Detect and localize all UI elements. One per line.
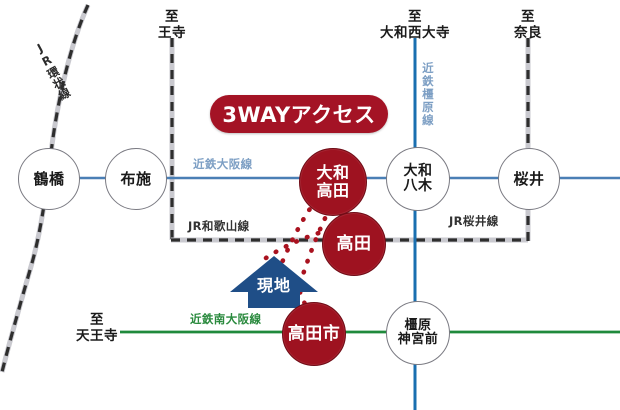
site-marker-label: 現地 [256,276,291,295]
station-fuse[interactable]: 布施 [105,148,167,210]
station-label: 高田市 [287,323,341,344]
route-dots-site-to-takadashi [297,289,315,321]
station-label: 桜井 [513,169,545,188]
station-takadashi[interactable]: 高田市 [282,302,346,366]
station-yamato-takada[interactable]: 大和 高田 [299,148,367,216]
station-tsuruhashi[interactable]: 鶴橋 [18,148,80,210]
station-label: 橿原 神宮前 [397,317,439,347]
station-sakurai[interactable]: 桜井 [498,148,560,210]
station-label: 高田 [336,233,372,254]
station-label: 大和 高田 [316,163,350,200]
three-way-access-banner: 3WAYアクセス [210,95,388,133]
station-yamato-yagi[interactable]: 大和 八木 [386,147,450,211]
site-arrow-marker [230,256,318,308]
station-takada[interactable]: 高田 [322,212,386,276]
station-label: 鶴橋 [33,169,65,188]
station-label: 大和 八木 [403,162,433,194]
route-dots-takada-to-site [275,197,319,275]
station-kashiharajingu-mae[interactable]: 橿原 神宮前 [386,301,450,365]
station-label: 布施 [120,169,152,188]
